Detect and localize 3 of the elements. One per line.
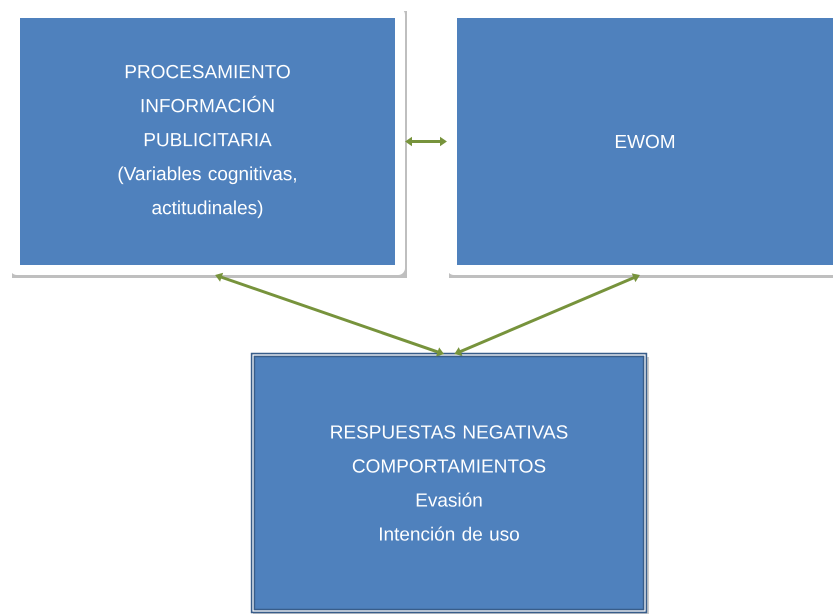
process-box: RESPUESTAS NEGATIVAS COMPORTAMIENTOS Evasión Intención de uso	[250, 352, 649, 614]
process-box: PROCESAMIENTO INFORMACIÓN PUBLICITARIA (Variables cognitivas, actitudinales)	[10, 8, 407, 278]
process-box: EWOM	[447, 8, 833, 278]
